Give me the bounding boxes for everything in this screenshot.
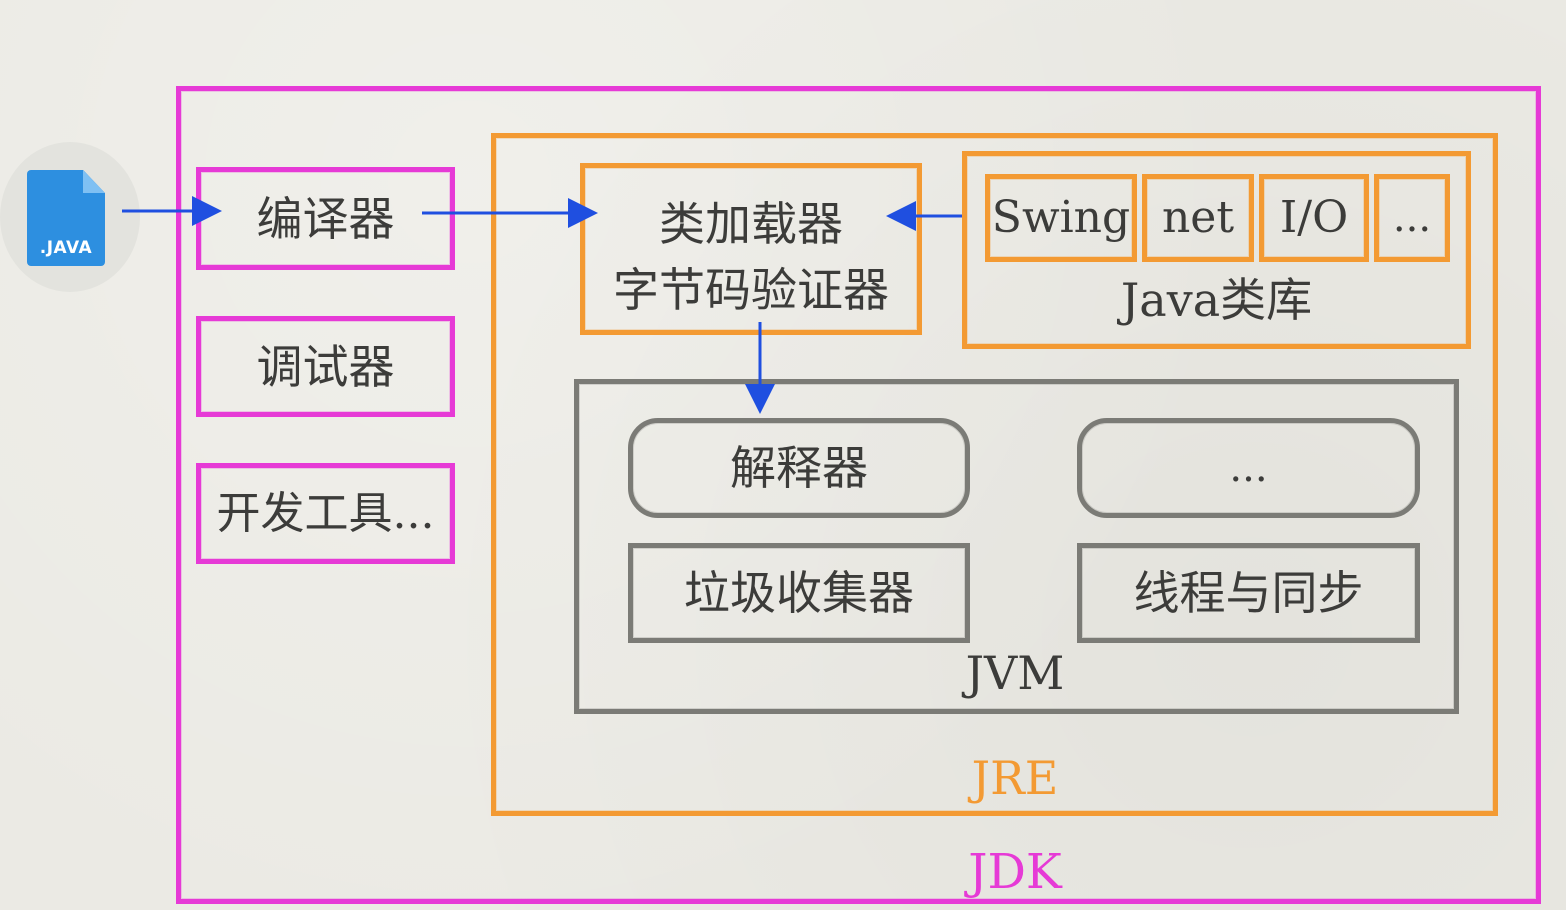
jre-box [491, 133, 1498, 816]
java-library-box: Java类库 [962, 151, 1471, 349]
garbage-collector-box: 垃圾收集器 [628, 543, 970, 643]
debugger-label: 调试器 [256, 339, 395, 394]
library-item-more: ... [1374, 174, 1450, 262]
bytecode-verifier-label: 字节码验证器 [613, 263, 889, 317]
jvm-label: JVM [965, 646, 1065, 700]
jvm-more-box: ... [1077, 418, 1420, 518]
jdk-box [176, 86, 1541, 904]
jvm-box [574, 379, 1459, 714]
library-more-label: ... [1392, 195, 1432, 241]
library-item-net: net [1142, 174, 1254, 262]
class-loader-box: 类加载器 字节码验证器 [580, 163, 922, 335]
java-library-label: Java类库 [1120, 273, 1313, 327]
debugger-box: 调试器 [196, 316, 455, 417]
dev-tools-box: 开发工具... [196, 463, 455, 564]
garbage-collector-label: 垃圾收集器 [684, 566, 914, 620]
interpreter-label: 解释器 [730, 441, 868, 495]
library-item-swing: Swing [985, 174, 1137, 262]
library-item-io: I/O [1259, 174, 1369, 262]
class-loader-label: 类加载器 [659, 197, 843, 251]
jvm-more-label: ... [1229, 445, 1268, 491]
jre-label: JRE [971, 751, 1059, 805]
io-label: I/O [1279, 192, 1349, 243]
threads-sync-box: 线程与同步 [1077, 543, 1420, 643]
threads-sync-label: 线程与同步 [1133, 566, 1364, 620]
interpreter-box: 解释器 [628, 418, 970, 518]
swing-label: Swing [991, 192, 1131, 243]
jdk-label: JDK [968, 844, 1062, 900]
java-file-label: .JAVA [39, 238, 93, 258]
net-label: net [1161, 192, 1235, 243]
compiler-label: 编译器 [256, 191, 395, 246]
dev-tools-label: 开发工具... [216, 487, 435, 539]
